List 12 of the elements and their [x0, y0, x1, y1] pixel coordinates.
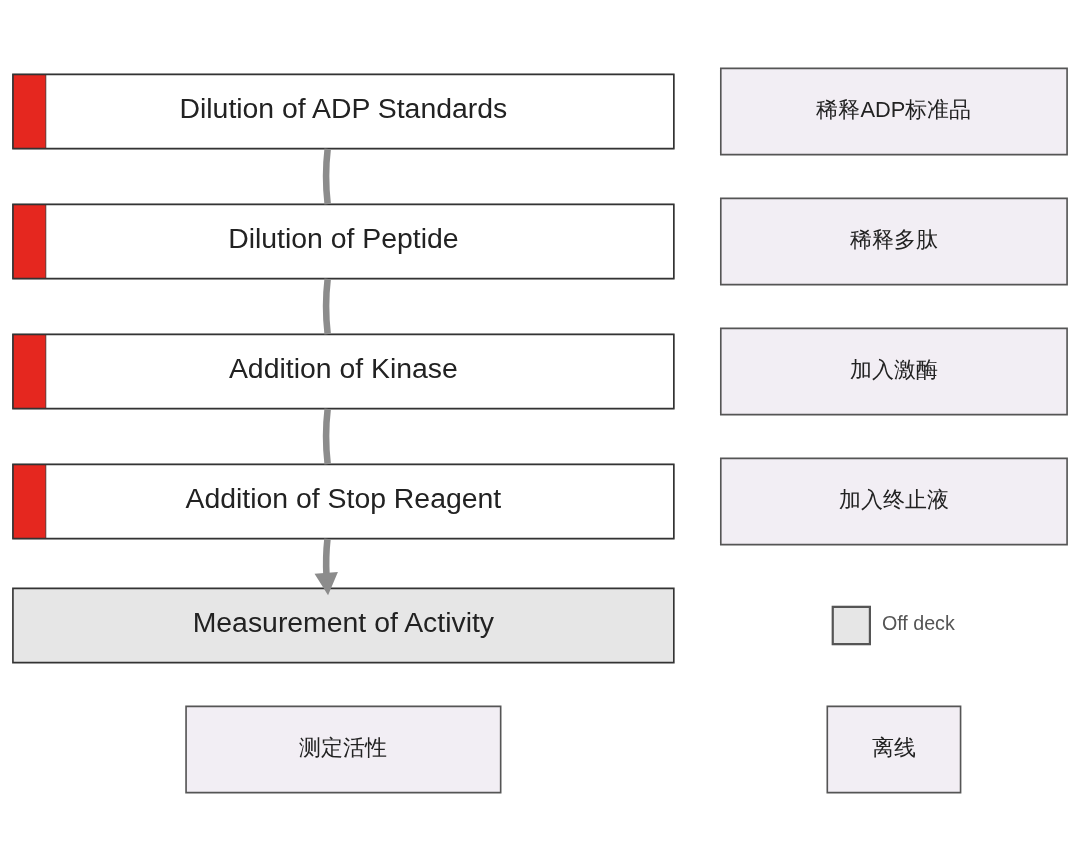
- legend-label: Off deck: [881, 611, 955, 634]
- arrow: [314, 537, 338, 595]
- node-box: 离线: [826, 705, 962, 793]
- node-box: 稀释多肽: [719, 197, 1068, 285]
- connector: [322, 148, 331, 204]
- node-box: Measurement of Activity: [12, 587, 675, 663]
- node-box: 稀释ADP标准品: [719, 67, 1068, 155]
- connector: [322, 408, 331, 464]
- node-box: 加入激酶: [719, 327, 1068, 415]
- node-box: 加入终止液: [719, 457, 1068, 545]
- node-box: 测定活性: [185, 705, 502, 793]
- connector: [322, 278, 331, 334]
